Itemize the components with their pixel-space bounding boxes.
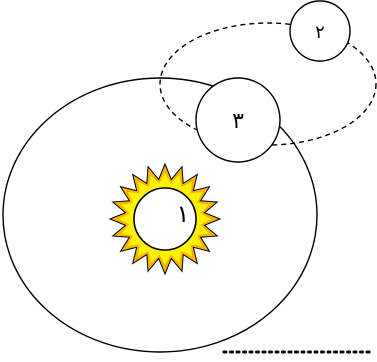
sun-icon: [108, 162, 222, 276]
circle-2: [289, 0, 351, 62]
large-orbit-ellipse: [2, 77, 318, 353]
label-1: ١: [177, 200, 190, 228]
label-2: ٢: [315, 22, 325, 43]
circle-3: [195, 77, 281, 163]
sun-core: [133, 187, 197, 251]
label-3: ٣: [232, 109, 244, 134]
